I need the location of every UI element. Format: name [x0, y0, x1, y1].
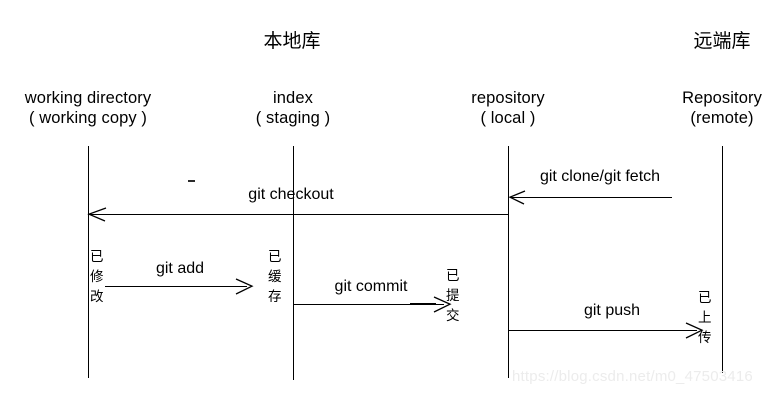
column-title-repository-local: repository: [471, 89, 545, 107]
column-header-repository-local: repository ( local ): [471, 88, 544, 128]
column-title-index: index: [273, 89, 313, 107]
stray-dash-artifact: [188, 180, 195, 182]
message-line-git-push: [508, 330, 697, 331]
state-label-uploaded: 已 上 传: [698, 289, 712, 349]
state-char-uploaded-1: 已: [698, 290, 712, 306]
column-title-repository-remote: Repository: [682, 89, 762, 107]
message-line-thick-git-commit: [410, 302, 436, 306]
state-char-uploaded-2: 上: [698, 309, 712, 326]
column-header-working-directory: working directory ( working copy ): [25, 88, 151, 128]
state-char-modified-2: 修: [90, 268, 104, 285]
message-line-git-commit: [293, 304, 444, 305]
message-label-git-push: git push: [583, 302, 641, 319]
message-line-git-clone-fetch: [510, 197, 672, 198]
state-char-staged-3: 存: [268, 288, 282, 305]
state-char-modified-1: 已: [90, 249, 104, 265]
state-char-committed-2: 提: [446, 287, 460, 304]
state-char-modified-3: 改: [90, 288, 104, 305]
state-label-committed: 已 提 交: [446, 267, 460, 327]
column-subtitle-working-directory: ( working copy ): [28, 109, 148, 128]
message-label-git-commit: git commit: [334, 278, 408, 295]
arrowhead-right-git-push: [685, 322, 704, 339]
arrowhead-left-git-clone-fetch: [508, 190, 526, 205]
message-label-git-add: git add: [155, 260, 205, 277]
column-subtitle-index: ( staging ): [255, 109, 331, 128]
state-char-staged-1: 已: [268, 249, 282, 265]
group-title-remote: 远端库: [693, 30, 751, 52]
lifeline-repository-remote: [722, 146, 723, 373]
column-header-repository-remote: Repository (remote): [682, 88, 762, 128]
watermark-text: https://blog.csdn.net/m0_47503416: [512, 368, 753, 385]
lifeline-repository-local: [508, 146, 509, 378]
arrowhead-right-git-add: [235, 278, 254, 295]
message-label-git-checkout: git checkout: [248, 186, 334, 203]
state-char-committed-3: 交: [446, 307, 460, 324]
arrowhead-right-git-commit: [433, 296, 452, 313]
message-line-git-add: [105, 286, 247, 287]
state-label-staged: 已 缓 存: [268, 248, 282, 308]
group-title-local: 本地库: [263, 30, 321, 52]
column-header-index: index ( staging ): [256, 88, 330, 128]
message-label-git-clone-fetch: git clone/git fetch: [539, 168, 661, 185]
column-title-working-directory: working directory: [24, 89, 152, 107]
message-line-git-checkout: [88, 214, 508, 215]
lifeline-working-directory: [88, 146, 89, 378]
state-char-uploaded-3: 传: [698, 329, 712, 346]
arrowhead-left-git-checkout: [87, 207, 107, 222]
state-char-staged-2: 缓: [268, 268, 282, 285]
column-subtitle-repository-remote: (remote): [690, 109, 754, 128]
lifeline-index: [293, 146, 294, 380]
state-char-committed-1: 已: [446, 268, 460, 284]
state-label-modified: 已 修 改: [90, 248, 104, 308]
column-subtitle-repository-local: ( local ): [480, 109, 536, 128]
